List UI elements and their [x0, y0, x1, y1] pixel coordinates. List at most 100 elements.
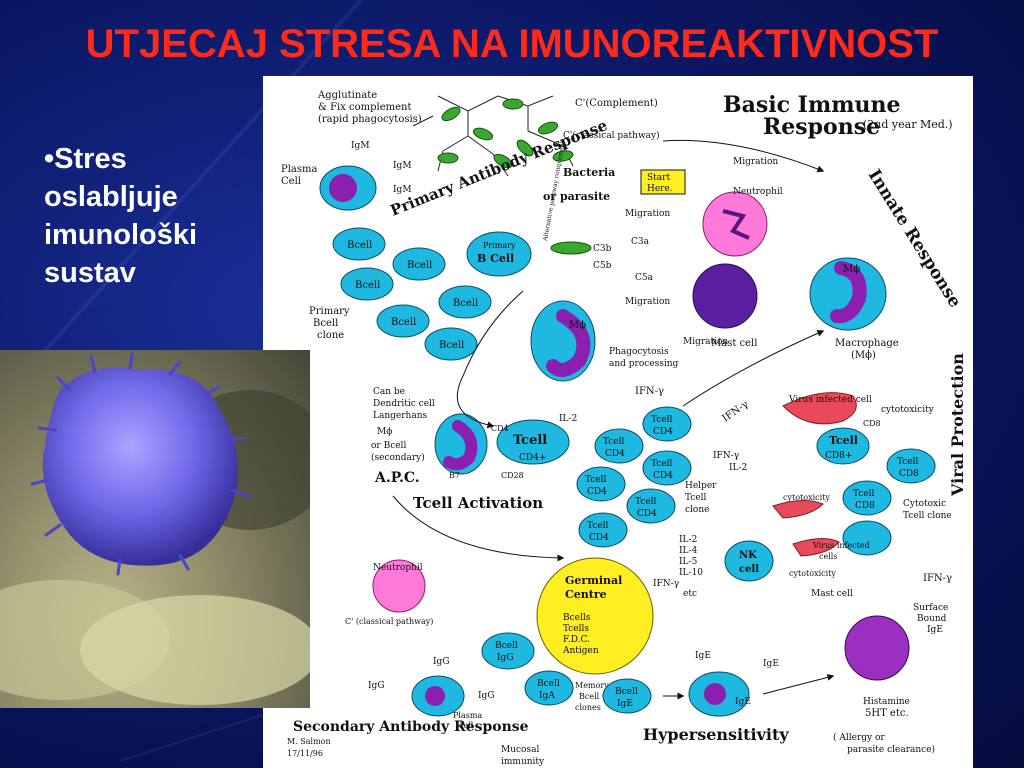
neutrophil-label: Neutrophil — [733, 187, 783, 197]
complement-label: C'(Complement) — [575, 98, 658, 109]
immune-response-diagram: Basic Immune Response (2nd year Med.) In… — [263, 76, 973, 768]
il-list: IL-10 — [679, 568, 703, 578]
tcell-cd4-label: Tcell — [585, 475, 607, 485]
igg-label: IgG — [368, 681, 385, 691]
ifn-gamma-label: IFN-γ — [713, 451, 739, 461]
tcell-cd4-label: Tcell — [603, 437, 625, 447]
migration-label: Migration — [683, 337, 728, 347]
virus-infected-cell — [792, 538, 840, 557]
plasma-cell-label: Plasma — [453, 711, 482, 720]
ifn-gamma-label: IFN-γ — [923, 573, 952, 584]
macrophage-nucleus — [830, 261, 867, 324]
tcell-label: Tcell — [513, 433, 547, 448]
diagram-svg: Basic Immune Response (2nd year Med.) In… — [281, 90, 967, 767]
primary-bcell-clone-label: Primary — [309, 306, 350, 317]
bullet-line: imunološki — [44, 219, 198, 251]
surface-bound-label: Surface — [913, 603, 948, 613]
viral-protection-label: Viral Protection — [948, 353, 967, 497]
secondary-antibody-response-label: Secondary Antibody Response — [293, 719, 529, 735]
apc-note: Dendritic cell — [373, 399, 435, 409]
virus-infected-cell — [772, 500, 824, 519]
diagram-title-line1: Basic Immune — [723, 92, 900, 118]
phagocytosis-label: Phagocytosis — [609, 347, 669, 357]
cd8-label: CD8 — [863, 419, 881, 428]
bullet-text: •Stres oslabljuje imunološki sustav — [44, 140, 244, 292]
surface-bound-label: IgE — [927, 625, 943, 635]
bcell-label: Bcell — [391, 317, 416, 328]
agglutinate-label: & Fix complement — [318, 102, 412, 113]
bcell-iga-label: Bcell — [537, 679, 560, 689]
signature: M. Salmon — [287, 737, 331, 746]
il2-label: IL-2 — [729, 463, 747, 473]
macrophage-label: Macrophage — [835, 338, 899, 349]
helper-clone-label: Tcell — [685, 493, 707, 503]
ifn-gamma-label: IFN-γ — [720, 399, 750, 425]
histamine-label: 5HT etc. — [865, 708, 909, 719]
helper-clone-label: Helper — [685, 481, 717, 491]
bullet-line: oslabljuje — [44, 181, 178, 213]
primary-bcell-clone-label: Bcell — [313, 318, 338, 329]
il-list: IL-2 — [679, 535, 697, 545]
start-here-box — [640, 169, 686, 195]
tcell-cd4-label: CD4 — [605, 449, 625, 459]
surface-bound-label: Bound — [917, 614, 947, 624]
tcell-cd4-label: CD4 — [653, 471, 673, 481]
tcell-cd8-label: Tcell — [897, 457, 919, 467]
neutrophil — [702, 191, 768, 257]
tcell-cd4-label: CD4 — [589, 533, 609, 543]
classical-pathway-label: C'(classical pathway) — [563, 130, 660, 141]
virus-infected-cell-label: Virus infected cell — [788, 395, 872, 405]
igm-label: IgM — [393, 185, 412, 195]
primary-bcell-label: B Cell — [477, 252, 514, 265]
igg-label: IgG — [478, 691, 495, 701]
hypersensitivity-label: Hypersensitivity — [643, 725, 789, 744]
bullet-marker: • — [44, 143, 55, 175]
bcell-iga-label: IgA — [539, 691, 555, 701]
cytotoxicity-label: cytotoxicity — [783, 493, 830, 502]
mast-cell-surface-bound — [844, 615, 910, 681]
virus-infected-cells-label: cells — [819, 552, 837, 561]
germinal-centre — [536, 557, 654, 675]
memory-bcell-label: clones — [575, 703, 601, 712]
phagocytosis-label: and processing — [609, 359, 679, 369]
tcell-cd4-label: Tcell — [651, 459, 673, 469]
mucosal-label: immunity — [501, 757, 545, 767]
apc-note: or Bcell — [371, 441, 406, 451]
apc-note: Can be — [373, 387, 405, 397]
ige-label: IgE — [735, 697, 751, 707]
apc-note: Mϕ — [377, 427, 392, 437]
tcell-cd8-label: CD8 — [855, 501, 875, 511]
germinal-centre-label: Germinal — [565, 574, 622, 587]
tcell-cd8-activated — [816, 427, 870, 465]
c5a-label: C5a — [635, 273, 654, 283]
plasma-cell-label: cell — [459, 721, 474, 730]
migration-arrow — [662, 139, 825, 173]
start-here-label: Here. — [647, 184, 673, 194]
igm-label: IgM — [351, 141, 370, 151]
mast-cell — [692, 263, 758, 329]
macrophage-nucleus — [546, 309, 591, 377]
ifn-gamma-label: IFN-γ — [635, 386, 664, 397]
cytotoxic-tcell-clone — [842, 448, 936, 556]
allergy-label: ( Allergy or — [833, 732, 885, 743]
mast-cell-label: Mast cell — [711, 338, 757, 349]
migration-label: Migration — [625, 297, 670, 307]
tcell-cd4-activated — [496, 419, 570, 465]
bacterium — [550, 241, 592, 255]
bcell-igg-label: Bcell — [495, 641, 518, 651]
start-here-label: Start — [647, 173, 670, 183]
bcell-label: Bcell — [347, 240, 372, 251]
bcell-label: Bcell — [355, 280, 380, 291]
bcell-igg-label: IgG — [497, 653, 514, 663]
tcell-cd4-label: Tcell — [587, 521, 609, 531]
neutrophil-nucleus — [722, 209, 750, 240]
lymphocyte-micrograph — [0, 350, 310, 708]
nk-cell-label: NK — [739, 550, 757, 561]
bacteria-label: Bacteria — [563, 166, 615, 179]
ige-label: IgE — [763, 659, 779, 669]
primary-bcell-clone-label: clone — [317, 330, 344, 341]
tcell-cd8-label: Tcell — [853, 489, 875, 499]
bcell-ige — [602, 678, 652, 714]
primary-bcell-label: Primary — [483, 241, 516, 250]
bullet-line: sustav — [44, 257, 136, 289]
